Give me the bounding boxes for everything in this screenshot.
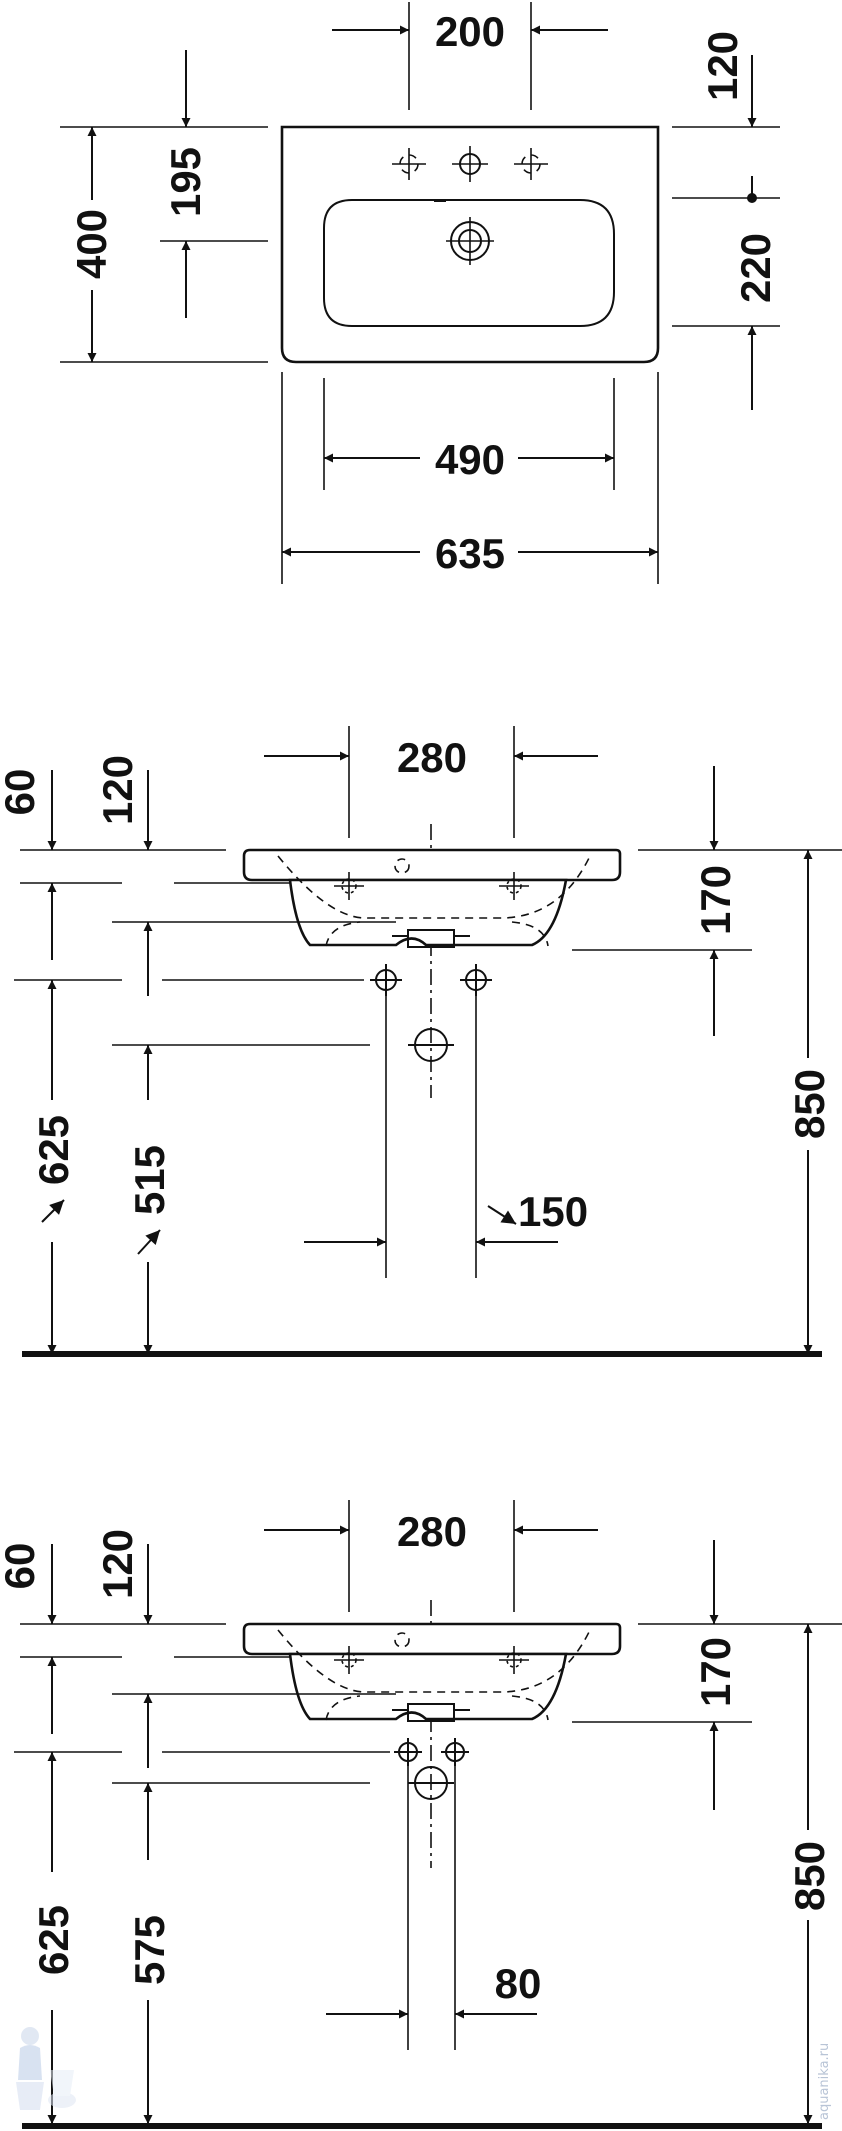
dim-supply-height-1: 625 — [30, 1115, 77, 1185]
dim-rim-thickness-2: 60 — [0, 1543, 43, 1590]
supply-valve-right-2 — [441, 1738, 469, 1766]
dim-rim-thickness-1: 60 — [0, 769, 43, 816]
dim-supply-spacing-2: 80 — [495, 1960, 542, 2007]
dim-waste-height-1: 515 — [126, 1145, 173, 1215]
dim-wall-to-tap: 195 — [162, 147, 209, 217]
side-view-1: 280 60 120 625 515 150 — [0, 726, 842, 1357]
basin-side-bowl-1 — [288, 878, 568, 947]
watermark-text: aquanika.ru — [817, 2043, 832, 2120]
dim-rim-height-1: 850 — [786, 1069, 833, 1139]
dim-overall-height-1: 170 — [692, 865, 739, 935]
side-view-2: 280 60 120 625 575 80 1 — [0, 1500, 842, 2129]
basin-side-rim-1 — [242, 848, 622, 882]
tap-hole-right-optional — [514, 148, 548, 180]
dim-rim-height-2: 850 — [786, 1841, 833, 1911]
dim-tap-spacing-side-1: 280 — [397, 734, 467, 781]
dim-supply-height-2: 625 — [30, 1905, 77, 1975]
basin-side-bowl-2 — [288, 1652, 568, 1721]
bowl-top-outline — [323, 199, 615, 327]
drain-top — [446, 217, 494, 265]
tap-hole-main — [452, 146, 488, 182]
dim-tap-spacing-side-2: 280 — [397, 1508, 467, 1555]
basin-side-rim-2 — [242, 1622, 622, 1656]
plumber-mascot-icon — [16, 2027, 76, 2110]
dim-drain-offset: 220 — [732, 233, 779, 303]
dim-overall-height-2: 170 — [692, 1637, 739, 1707]
waste-outlet-2 — [408, 1766, 454, 1800]
dim-waste-height-2: 575 — [126, 1915, 173, 1985]
tap-hole-left-optional — [392, 148, 426, 180]
dim-depth: 400 — [68, 209, 115, 279]
dim-bowl-depth-2: 120 — [94, 1529, 141, 1599]
dim-bowl-width: 490 — [435, 436, 505, 483]
dim-supply-spacing-1: 150 — [518, 1188, 588, 1235]
waste-outlet-1 — [408, 1028, 454, 1062]
dim-front-to-tap: 120 — [699, 31, 746, 101]
dim-tap-spacing-top: 200 — [435, 8, 505, 55]
supply-valve-left-2 — [394, 1738, 422, 1766]
dim-bowl-depth-1: 120 — [94, 755, 141, 825]
top-view: 200 120 220 400 195 490 635 — [60, 2, 780, 584]
dim-overall-width: 635 — [435, 530, 505, 577]
